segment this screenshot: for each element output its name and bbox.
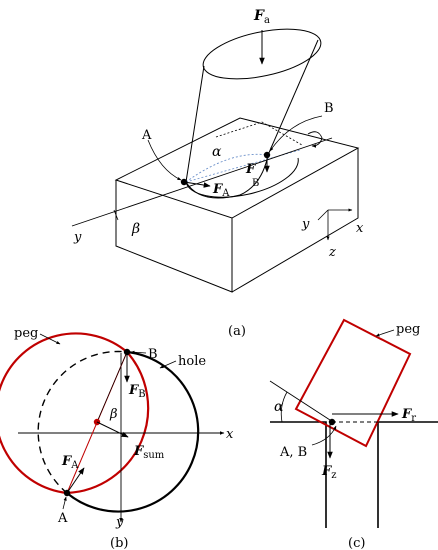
force-A-arrow-b [66,467,85,494]
label-A-b: A [57,511,68,526]
leader-hole-b [159,360,177,369]
angle-alpha-c: α [274,399,284,415]
force-B-sub: B [252,178,259,189]
force-z-label: Fz [321,464,337,481]
caption-c: (c) [348,536,365,550]
leader-A [147,139,182,181]
leader-B [269,115,323,152]
leader-B-b [130,350,147,354]
hole-circle [66,350,200,513]
force-B-label-b: FB [128,383,146,400]
alpha-line [269,380,331,421]
force-A-label-b: FA [61,454,79,471]
caption-a: (a) [228,324,246,339]
peg-circle [0,332,128,495]
force-B-label: F [245,162,256,177]
guide-arc [185,153,269,183]
label-AB-c: A, B [279,445,307,460]
axis-x-label: x [356,221,364,236]
point-A-dot [180,178,188,186]
axis-y-long: y [73,230,82,245]
angle-beta-b: β [109,407,118,422]
axis-y-label: y [301,217,310,232]
label-B: B [324,101,334,116]
angle-beta: β [131,221,140,237]
force-sum-arrow [96,421,129,438]
hidden-lines [215,121,303,146]
label-B-b: B [148,347,158,362]
block [114,117,360,293]
force-sum-label: Fsum [133,444,165,461]
angle-alpha: α [212,144,222,160]
force-r-label: Fr [401,407,416,424]
point-B-dot [263,151,271,159]
label-A: A [141,128,152,143]
hole-circle-hidden [37,350,128,494]
x-axis-label: x [226,427,234,442]
force-A-arrow [183,181,211,188]
peg-rect [294,318,412,448]
hole-wall-right [377,421,438,528]
label-peg-b: peg [14,326,38,341]
beta-tick [113,209,119,221]
local-frame [317,208,353,241]
alpha-arc [280,391,288,423]
force-a-label: Fa [253,8,270,26]
force-A-label: FA [212,182,230,199]
y-axis-label: y [115,515,124,530]
leader-A-b [62,496,67,510]
peg-circle-inner [66,351,150,495]
rotation-arrow [307,131,323,148]
hole-wall-left [270,421,327,528]
panel-a: Fa FA F B A B α β y x y z (a) [71,8,364,339]
label-hole-b: hole [178,354,206,369]
axis-line [71,137,333,227]
leader-peg-c [375,329,395,337]
panel-c: α Fr Fz A, B peg (c) [269,318,438,550]
beta-ref [96,351,128,423]
caption-b: (b) [110,536,128,550]
axis-z-label: z [328,245,336,260]
leader-AB-c [311,425,337,446]
panel-b: x y FB FA Fsum β B A peg hole (b) [0,326,234,550]
label-peg-c: peg [396,322,420,337]
leader-peg-b [39,333,61,345]
